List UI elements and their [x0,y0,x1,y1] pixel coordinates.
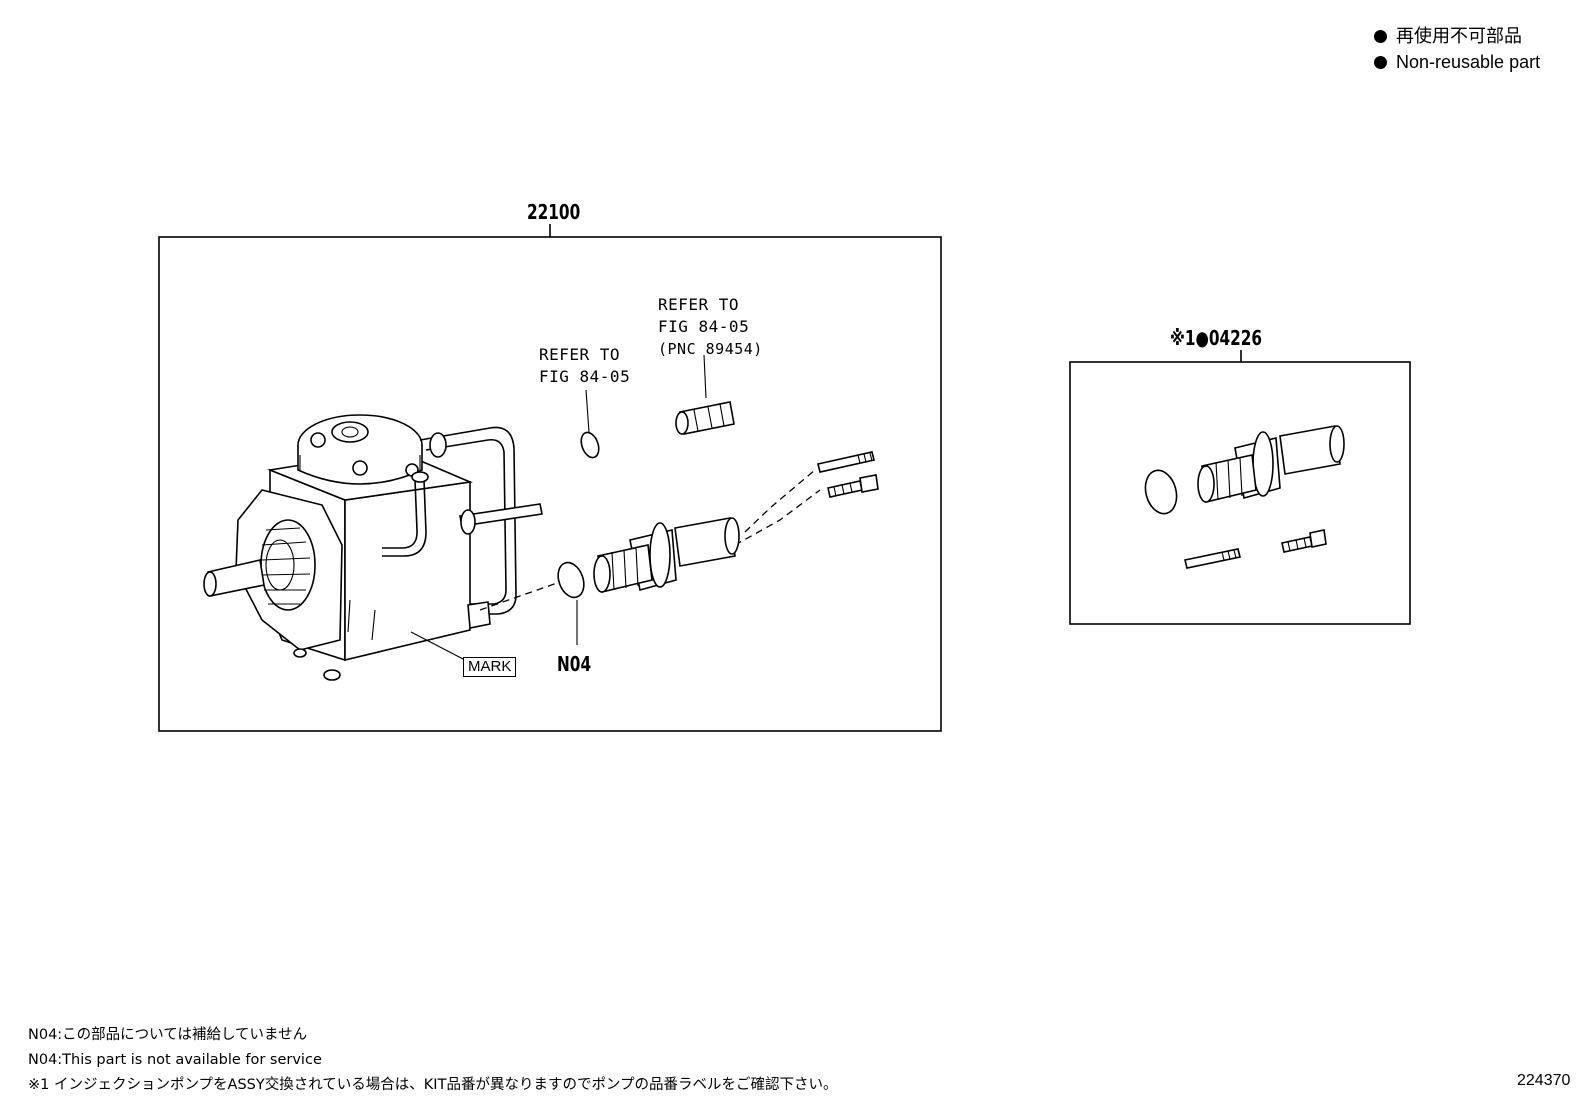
legend-item-jp: 再使用不可部品 [1374,23,1540,49]
dashed-line [744,469,816,533]
note-line-2: N04:This part is not available for servi… [28,1052,322,1068]
kit-part-number: ※1●04226 [1170,326,1263,350]
bullet-icon [1374,56,1387,69]
note-line-1: N04:この部品については補給していません [28,1027,308,1043]
injection-pump-drawing [203,414,543,681]
metering-valve-drawing [593,517,740,593]
legend: 再使用不可部品 Non-reusable part [1374,23,1540,75]
o-ring-n04 [557,561,585,599]
kit-frame [1069,361,1411,625]
bullet-icon [1374,30,1387,43]
refer-oring: REFER TO FIG 84-05 [539,345,631,386]
footer-notes: N04:この部品については補給していません N04:This part is n… [28,1023,838,1098]
dashed-line [734,489,821,546]
stud-and-bolt-drawing [817,451,879,498]
legend-item-en: Non-reusable part [1374,49,1540,75]
kit-valve-drawing [1144,425,1345,515]
mark-label: MARK [463,657,517,677]
o-ring-small [580,431,600,459]
n04-label: N04 [557,652,592,676]
assembly-part-number: 22100 [527,200,581,224]
o-ring-leader [585,389,590,433]
kit-stud-and-bolt-drawing [1184,529,1327,569]
note-line-3: ※1 インジェクションポンプをASSY交換されている場合は、KIT品番が異なりま… [28,1077,838,1093]
refer-sensor: REFER TO FIG 84-05 (PNC 89454) [658,295,763,358]
pressure-sensor-drawing [675,354,735,435]
dashed-line [479,581,561,611]
figure-number: 224370 [1517,1072,1571,1089]
